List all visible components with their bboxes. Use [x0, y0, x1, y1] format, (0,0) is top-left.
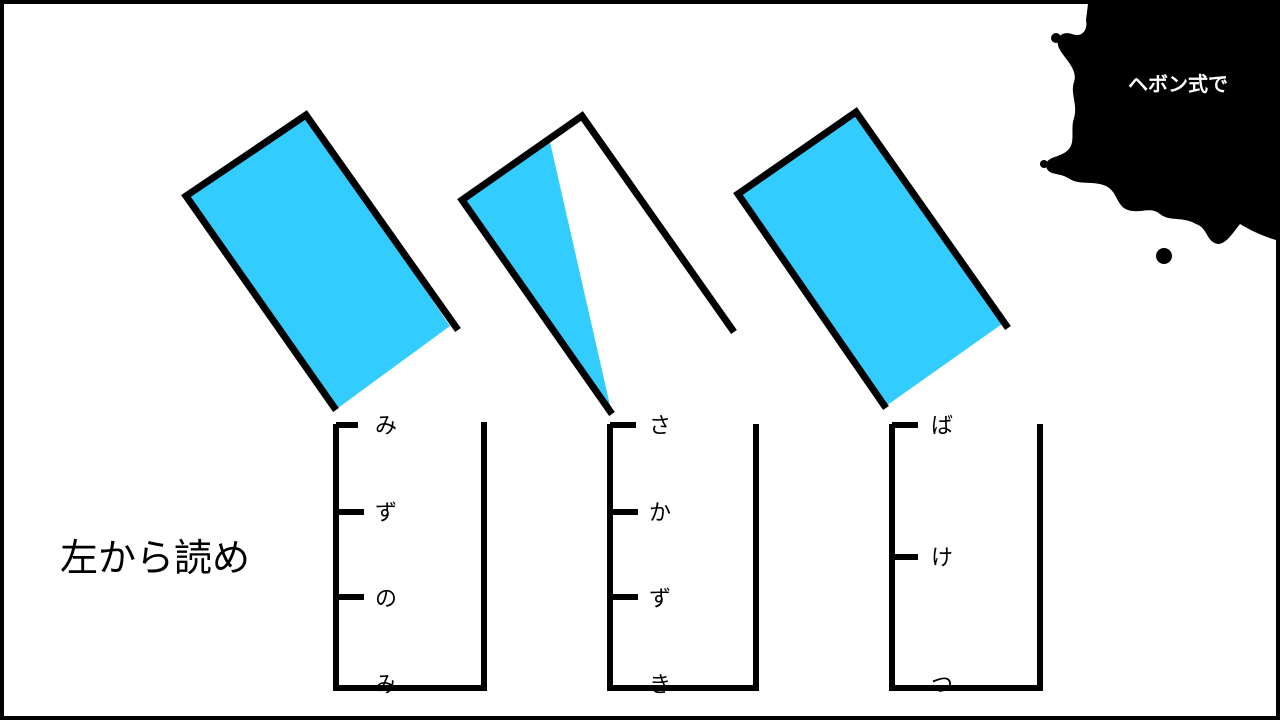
- tilted-glass-outline-1: [181, 110, 461, 413]
- tilted-glass-outline-3: [733, 107, 1011, 410]
- instruction-text: 左から読め: [60, 536, 250, 580]
- upright-glass-outline-1: [333, 422, 487, 691]
- kana-2-2: か: [649, 501, 671, 526]
- upright-glass-2: さ か ず き: [607, 414, 759, 698]
- kana-1-3: の: [375, 587, 397, 612]
- kana-1-4: み: [375, 673, 397, 698]
- glass-3: [733, 107, 1011, 410]
- glass-2: [457, 111, 737, 417]
- water-fill-2: [462, 142, 612, 414]
- water-fill-1: [186, 115, 450, 408]
- upright-glass-1: み ず の み: [333, 414, 487, 698]
- upright-glass-outline-2: [607, 424, 759, 691]
- kana-2-4: き: [649, 673, 671, 698]
- glass-1: [181, 110, 461, 413]
- kana-3-3: つ: [931, 673, 953, 698]
- kana-3-2: け: [931, 546, 953, 571]
- kana-2-1: さ: [649, 414, 671, 439]
- upright-glass-3: ば け つ: [889, 414, 1043, 698]
- kana-2-3: ず: [649, 587, 671, 612]
- tilted-glass-outline-2: [457, 111, 737, 417]
- ink-splat: ヘボン式で: [1040, 4, 1276, 264]
- water-fill-3: [738, 114, 1002, 406]
- kana-1-1: み: [375, 414, 397, 439]
- puzzle-scene: ヘボン式で み ず の み: [60, 4, 1276, 698]
- splat-label: ヘボン式で: [1128, 72, 1228, 96]
- kana-1-2: ず: [375, 501, 397, 526]
- kana-3-1: ば: [931, 414, 953, 439]
